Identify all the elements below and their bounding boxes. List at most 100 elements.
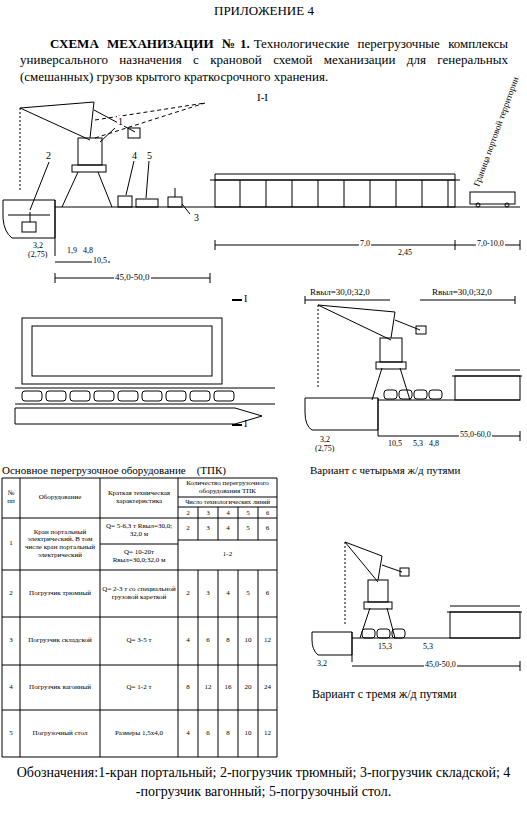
- table-cell: 8: [218, 617, 238, 665]
- table-text: Q= 3-5 т: [127, 637, 152, 645]
- table-text: Оборудование: [39, 494, 82, 502]
- drawing-stroke: [240, 180, 241, 207]
- table-cell: Q= 1-2 т: [100, 665, 178, 710]
- table-cell: 8: [218, 710, 238, 757]
- drawing-stroke: [345, 542, 346, 626]
- table-text: 4: [9, 684, 13, 692]
- drawing-stroke: [118, 391, 138, 401]
- table-text: 16: [225, 684, 232, 692]
- table-text: 8: [226, 730, 230, 738]
- table-grid: [2, 478, 277, 757]
- drawing-stroke: [72, 165, 106, 172]
- text-label: Основное перегрузочное оборудование (ТПК…: [2, 464, 226, 476]
- table-cell: 3: [198, 570, 218, 617]
- table-cell: 12: [258, 617, 277, 665]
- dimension-label: 2,45: [397, 249, 413, 258]
- dimension-label: 3,2: [319, 436, 331, 445]
- drawing-stroke: [416, 326, 426, 334]
- table-text: 1-2: [223, 551, 232, 559]
- drawing-stroke: [15, 408, 262, 424]
- table-cell: Q= 5-6,3 т Rвыл=30,0; 32,0 м: [100, 518, 178, 544]
- drawing-stroke: [3, 200, 55, 238]
- table-text: 6: [206, 637, 210, 645]
- table-text: 12: [264, 637, 271, 645]
- text-label: I: [244, 418, 247, 429]
- table-cell: Погрузочный стол: [20, 710, 100, 757]
- table-text: 6: [266, 509, 269, 516]
- dimension-label: 45,0-50,0: [424, 661, 457, 670]
- boundary-label: Граница портовой территории: [472, 76, 521, 188]
- table-cell: 20: [238, 665, 258, 710]
- drawing-stroke: [22, 391, 42, 401]
- drawing-stroke: [232, 300, 242, 425]
- drawing-stroke: [378, 398, 520, 436]
- text-label: Вариант с тремя ж/д путями: [312, 688, 457, 701]
- drawing-stroke: [15, 388, 275, 404]
- table-text: 3: [206, 509, 209, 516]
- text-label: I: [244, 293, 247, 304]
- table-text: 4: [186, 637, 190, 645]
- table-cell: Q= 2-3 т со специальной грузовой каретко…: [100, 570, 178, 617]
- drawing-stroke: [312, 632, 352, 655]
- drawing-stroke: [305, 398, 378, 430]
- table-text: 2: [186, 590, 190, 598]
- text-label: Rвыл=30,0;32,0: [431, 288, 493, 298]
- table-text: 24: [264, 684, 271, 692]
- table-text: 12: [205, 684, 212, 692]
- table-cell: 5: [238, 507, 258, 518]
- table-cell: № пп: [2, 478, 20, 518]
- table-cell: Размеры 1,5х4,0: [100, 710, 178, 757]
- table-text: 8: [186, 684, 190, 692]
- table-text: Q= 10-20т Rвыл=30,0;32,0 м: [102, 549, 176, 564]
- table-text: 5: [246, 525, 250, 533]
- drawing-stroke: [266, 180, 267, 207]
- table-text: 6: [266, 590, 270, 598]
- table-text: Погрузчик складской: [28, 637, 91, 645]
- drawing-stroke: [70, 391, 90, 401]
- table-cell: 4: [178, 710, 198, 757]
- table-text: Q= 2-3 т со специальной грузовой каретко…: [102, 586, 176, 601]
- drawing-stroke: [190, 391, 210, 401]
- drawing-stroke: [32, 326, 212, 376]
- drawing-stroke: [345, 542, 402, 582]
- drawing-stroke: [55, 200, 520, 256]
- table-text: 10: [245, 637, 252, 645]
- table-text: 2: [186, 525, 190, 533]
- drawing-stroke: [396, 180, 397, 207]
- table-text: Количество перегрузочного оборудования Т…: [180, 480, 275, 495]
- drawing-stroke: [20, 102, 135, 140]
- table-cell: 10: [238, 617, 258, 665]
- table-text: 2: [9, 590, 13, 598]
- table-text: 8: [226, 637, 230, 645]
- table-cell: 24: [258, 665, 277, 710]
- legend-caption: Обозначения:1-кран портальный; 2-погрузч…: [15, 764, 512, 802]
- table-text: 5: [246, 509, 249, 516]
- table-cell: 4: [218, 507, 238, 518]
- drawing-stroke: [55, 240, 520, 283]
- table-text: 6: [266, 525, 270, 533]
- table-cell: 12: [258, 710, 277, 757]
- table-cell: 12: [198, 665, 218, 710]
- drawing-stroke: [128, 128, 140, 138]
- table-text: 6: [206, 730, 210, 738]
- table-text: Краткая техническая характеристика: [102, 490, 176, 505]
- text-label: Rвыл=30,0;32,0: [309, 288, 371, 298]
- table-cell: Q= 10-20т Rвыл=30,0;32,0 м: [100, 544, 178, 570]
- dimension-label: 5: [146, 150, 153, 161]
- table-cell: 4: [2, 665, 20, 710]
- table-cell: Q= 3-5 т: [100, 617, 178, 665]
- drawing-stroke: [364, 602, 392, 609]
- dimension-label: 4,8: [428, 440, 440, 449]
- table-cell: 5: [238, 518, 258, 540]
- table-cell: 1: [2, 518, 20, 570]
- drawing-stroke: [400, 568, 409, 576]
- table-cell: 1-2: [178, 540, 277, 570]
- table-cell: Оборудование: [20, 478, 100, 518]
- table-cell: 5: [2, 710, 20, 757]
- table-text: 3: [206, 525, 210, 533]
- table-text: 20: [245, 684, 252, 692]
- text-label: (2,75): [314, 445, 335, 454]
- drawing-stroke: [414, 390, 427, 399]
- table-cell: 5: [238, 570, 258, 617]
